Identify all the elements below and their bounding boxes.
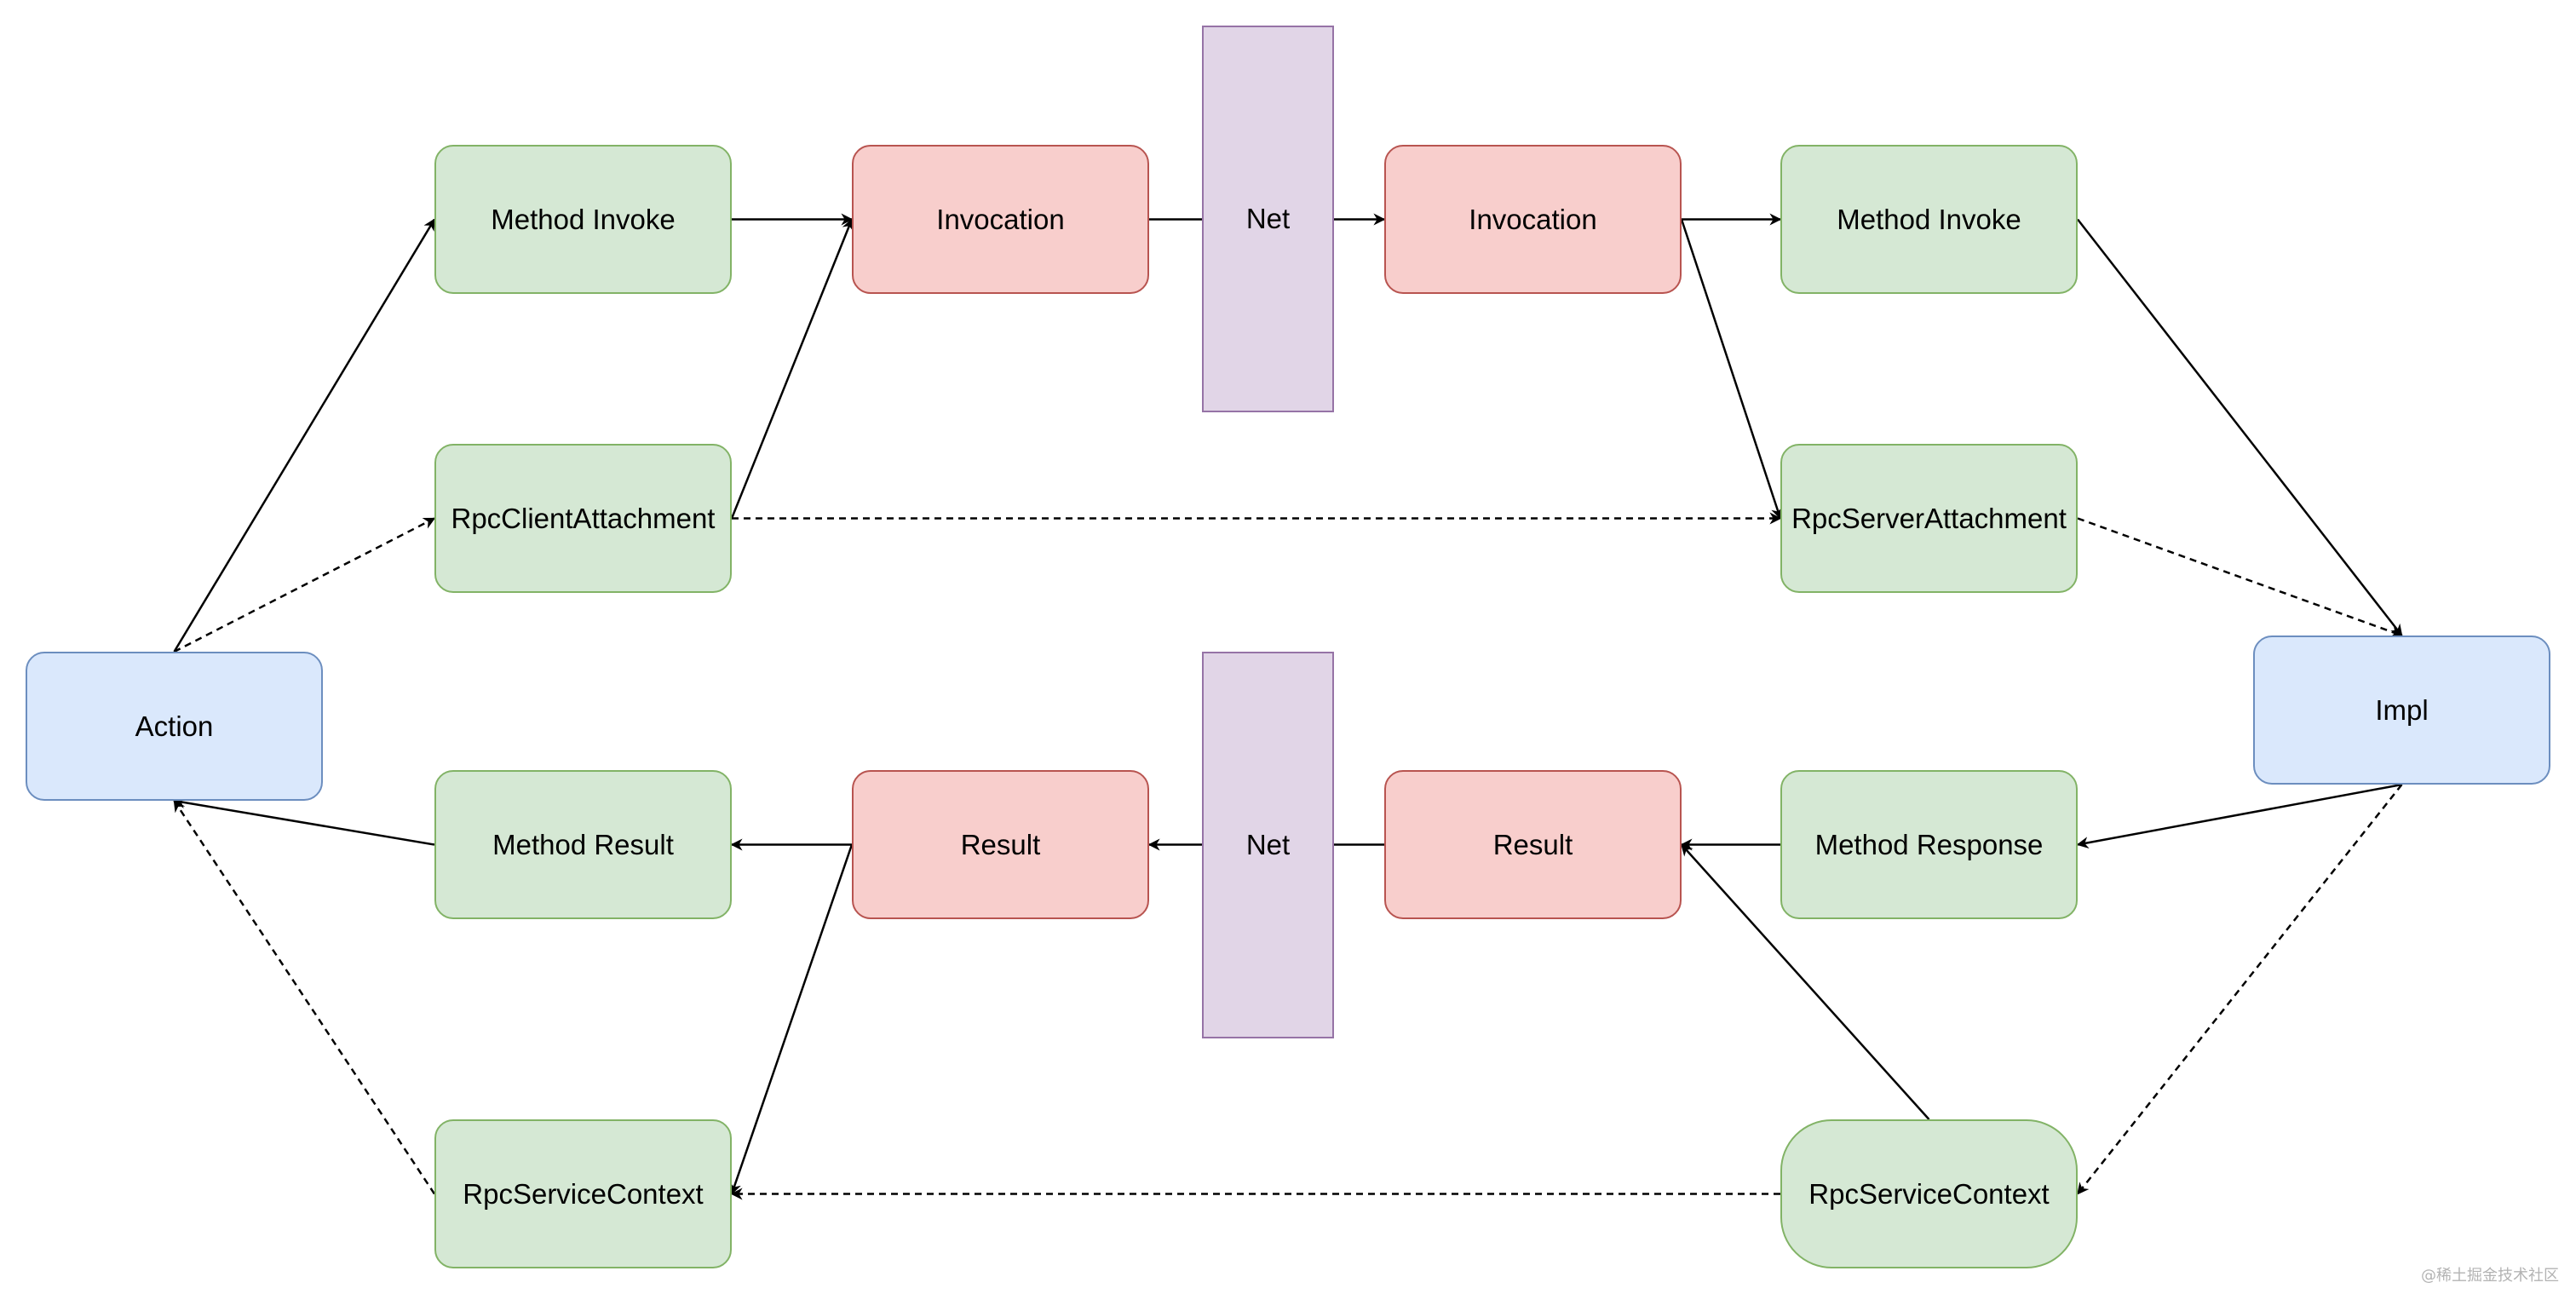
method-result-node: Method Result xyxy=(434,770,732,919)
invocation-server-node: Invocation xyxy=(1384,145,1682,294)
action-node: Action xyxy=(26,652,323,801)
edge-rpc-service-context-client-to-action xyxy=(173,799,436,1195)
method-response-label: Method Response xyxy=(1814,828,2044,860)
invocation-client-label: Invocation xyxy=(936,203,1065,235)
impl-node: Impl xyxy=(2253,635,2550,785)
rpc-service-context-server-label: RpcServiceContext xyxy=(1808,1177,2050,1210)
result-client-label: Result xyxy=(960,828,1041,860)
result-server-label: Result xyxy=(1492,828,1573,860)
result-server-node: Result xyxy=(1384,770,1682,919)
method-invoke-server-node: Method Invoke xyxy=(1780,145,2078,294)
net-bottom-box: Net xyxy=(1202,652,1334,1038)
method-invoke-server-label: Method Invoke xyxy=(1837,203,2021,235)
method-result-label: Method Result xyxy=(492,828,674,860)
action-label: Action xyxy=(135,710,214,742)
rpc-client-attachment-label: RpcClientAttachment xyxy=(451,502,716,534)
method-invoke-client-node: Method Invoke xyxy=(434,145,732,294)
edge-layer xyxy=(173,213,2403,1200)
edge-result-client-to-rpc-service-context-client xyxy=(729,844,854,1195)
rpc-client-attachment-node: RpcClientAttachment xyxy=(434,444,732,593)
edge-impl-to-rpc-service-context-server xyxy=(2077,784,2403,1195)
rpc-service-context-server-node: RpcServiceContext xyxy=(1780,1119,2078,1268)
invocation-server-label: Invocation xyxy=(1469,203,1597,235)
edge-rpc-service-context-server-to-result-server xyxy=(1681,843,1930,1120)
net-top-label: Net xyxy=(1245,203,1291,234)
net-top-box: Net xyxy=(1202,26,1334,412)
rpc-service-context-client-node: RpcServiceContext xyxy=(434,1119,732,1268)
edge-invocation-server-to-rpc-server-attachment xyxy=(1680,219,1783,520)
invocation-client-node: Invocation xyxy=(852,145,1149,294)
net-bottom-label: Net xyxy=(1245,829,1291,860)
watermark: @稀土掘金技术社区 xyxy=(2421,1267,2559,1285)
rpc-server-attachment-node: RpcServerAttachment xyxy=(1780,444,2078,593)
method-response-node: Method Response xyxy=(1780,770,2078,919)
edge-impl-to-method-response xyxy=(2076,783,2402,849)
rpc-server-attachment-label: RpcServerAttachment xyxy=(1791,502,2067,534)
rpc-service-context-client-label: RpcServiceContext xyxy=(463,1177,704,1210)
edge-action-to-method-invoke-client xyxy=(173,218,436,653)
edge-action-to-rpc-client-attachment xyxy=(173,517,436,653)
edge-method-result-to-action xyxy=(173,797,435,846)
impl-label: Impl xyxy=(2375,693,2429,726)
result-client-node: Result xyxy=(852,770,1149,919)
edge-rpc-server-attachment-to-impl xyxy=(2077,517,2403,638)
edge-method-invoke-server-to-impl xyxy=(2077,218,2403,637)
method-invoke-client-label: Method Invoke xyxy=(491,203,676,235)
edge-rpc-client-attachment-to-invocation-client xyxy=(730,218,854,519)
